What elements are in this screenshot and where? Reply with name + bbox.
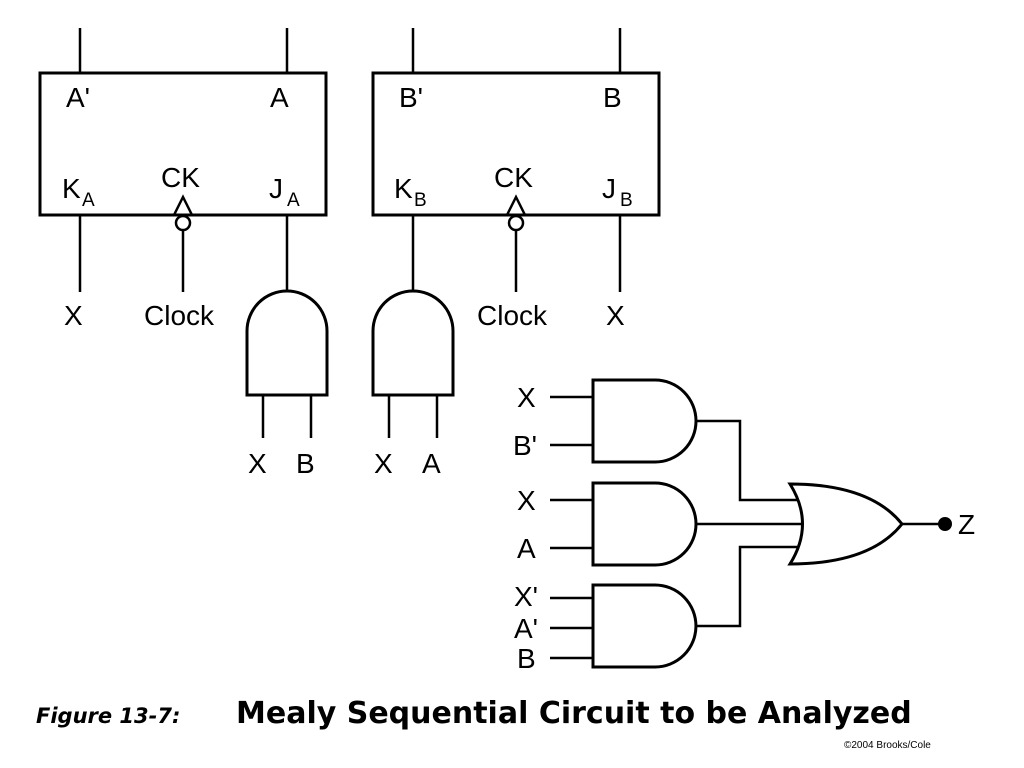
and-ja-input-2-label: B xyxy=(296,448,315,479)
flipflop-a-box xyxy=(38,71,328,217)
and1-input-1-label: X xyxy=(517,382,536,413)
flipflop-b-clock-input-label: Clock xyxy=(477,300,548,331)
and2-input-1-label: X xyxy=(517,485,536,516)
flipflop-a-clock-triangle xyxy=(172,194,194,216)
flipflop-a-clock-bubble xyxy=(174,214,192,232)
flipflop-b-j-subscript: B xyxy=(620,190,633,211)
flipflop-b-clock-bubble xyxy=(507,214,525,232)
flipflop-b-j-label: J xyxy=(602,173,616,204)
output-and-gate-1 xyxy=(591,378,698,464)
output-dot xyxy=(938,517,952,531)
flipflop-a-k-subscript: A xyxy=(82,190,95,211)
flipflop-b-j-input-label: X xyxy=(606,300,625,331)
flipflop-b-clock-triangle xyxy=(505,194,527,216)
flipflop-a-ck-label: CK xyxy=(161,162,200,193)
output-or-gate xyxy=(787,482,904,566)
and-kb-input-2-label: A xyxy=(422,448,441,479)
and-gate-kb: X A xyxy=(371,289,455,479)
flipflop-a-q-label: A xyxy=(270,82,289,113)
flipflop-a-j-label: J xyxy=(269,173,283,204)
output-and-gate-3 xyxy=(591,583,698,669)
flipflop-a-j-subscript: A xyxy=(287,190,300,211)
flipflop-a-k-input-label: X xyxy=(64,300,83,331)
flipflop-a-q-bar-label: A' xyxy=(66,82,90,113)
flipflop-a-k-label: K xyxy=(62,173,81,204)
flipflop-b-box xyxy=(371,71,661,217)
and3-input-2-label: A' xyxy=(514,613,538,644)
output-z-label: Z xyxy=(958,509,975,540)
flipflop-b-q-bar-label: B' xyxy=(399,82,423,113)
flipflop-a-clock-input-label: Clock xyxy=(144,300,215,331)
copyright-text: ©2004 Brooks/Cole xyxy=(844,740,931,751)
figure-number: Figure 13-7: xyxy=(36,704,181,728)
wire-and1-to-or xyxy=(696,419,800,502)
and-gate-ja: X B xyxy=(245,289,329,479)
and3-input-1-label: X' xyxy=(514,581,538,612)
flipflop-a: A' A K A CK J A X Clock xyxy=(38,28,328,331)
and2-input-2-label: A xyxy=(517,533,536,564)
and-ja-input-1-label: X xyxy=(248,448,267,479)
flipflop-b-ck-label: CK xyxy=(494,162,533,193)
and-kb-input-1-label: X xyxy=(374,448,393,479)
flipflop-b-k-subscript: B xyxy=(414,190,427,211)
and3-input-3-label: B xyxy=(517,643,536,674)
flipflop-b: B' B K B CK J B Clock X xyxy=(371,28,661,331)
output-and-gate-2 xyxy=(591,481,698,567)
flipflop-b-k-label: K xyxy=(394,173,413,204)
and1-input-2-label: B' xyxy=(513,430,537,461)
output-logic: X B' X A X' A' B Z xyxy=(513,378,975,674)
flipflop-b-q-label: B xyxy=(603,82,622,113)
figure-title: Mealy Sequential Circuit to be Analyzed xyxy=(236,696,912,731)
and-gate-ja-body xyxy=(245,289,329,397)
and-gate-kb-body xyxy=(371,289,455,397)
wire-and3-to-or xyxy=(696,545,800,628)
